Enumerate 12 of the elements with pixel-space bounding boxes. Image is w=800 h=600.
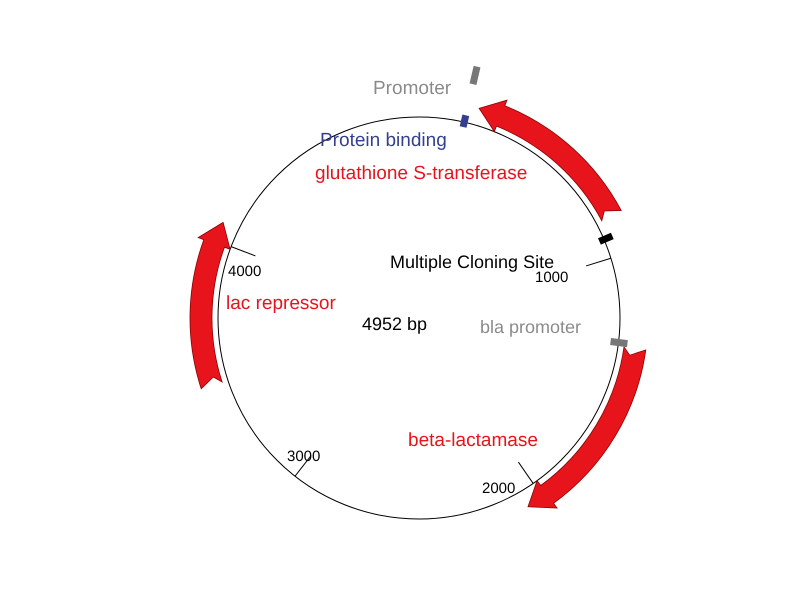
scale-number: 4000	[228, 264, 262, 280]
feature-label: beta-lactamase	[408, 431, 538, 452]
feature-label: bla promoter	[480, 318, 582, 338]
feature-label: Protein binding	[320, 131, 447, 152]
plasmid-size-label: 4952 bp	[362, 315, 428, 335]
scale-number: 1000	[535, 270, 568, 286]
scale-number: 2000	[482, 481, 516, 498]
feature-label: Promoter	[373, 79, 452, 100]
feature-label: Multiple Cloning Site	[390, 253, 554, 272]
feature-label: lac repressor	[226, 294, 336, 315]
scale-number: 3000	[287, 449, 320, 466]
feature-label: glutathione S-transferase	[315, 164, 528, 185]
